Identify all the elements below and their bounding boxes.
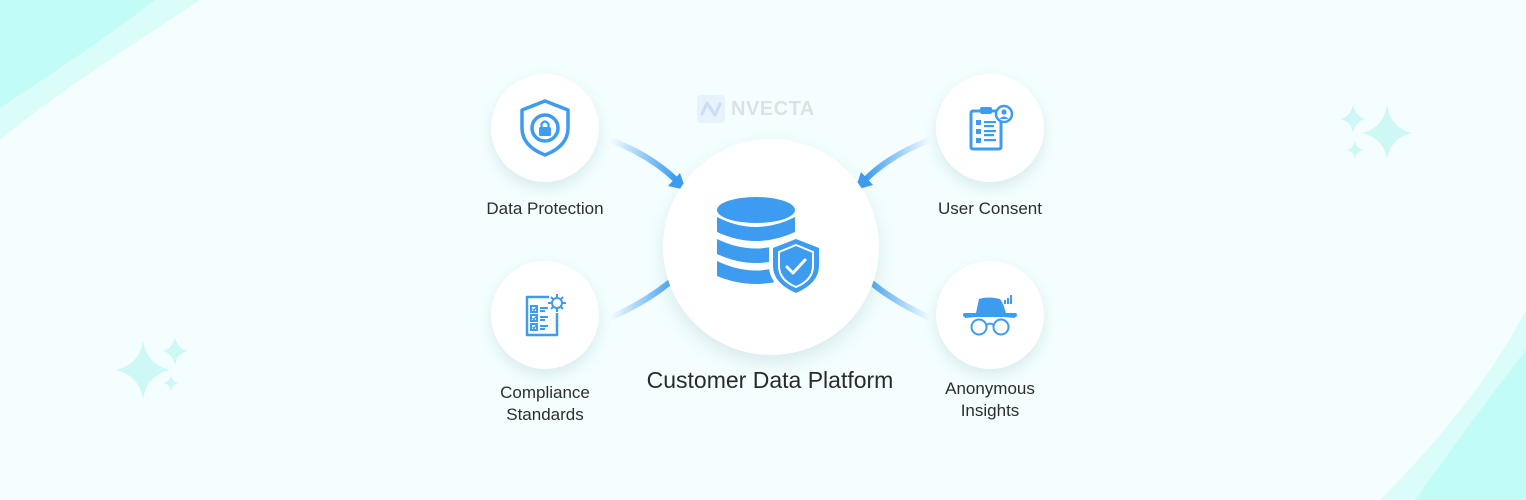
brand-logo: NVECTA	[697, 95, 815, 123]
label-anonymous-insights: Anonymous Insights	[945, 379, 1035, 420]
arrow-user-consent	[855, 137, 933, 190]
incognito-hat-glasses-icon	[963, 295, 1017, 336]
clipboard-user-icon	[969, 104, 1014, 151]
corner-wave-bottom-right-inner	[1415, 350, 1526, 500]
arrow-data-protection	[607, 137, 686, 190]
center-label: Customer Data Platform	[646, 367, 894, 393]
nvecta-wave-icon	[697, 95, 725, 123]
logo-text: NVECTA	[731, 97, 815, 120]
node-user-consent	[936, 74, 1044, 182]
shield-lock-icon	[520, 99, 570, 157]
label-user-consent: User Consent	[938, 199, 1042, 218]
corner-wave-top-left-inner	[0, 0, 155, 108]
sparkle-cluster-right	[1340, 104, 1412, 160]
database-shield-check-icon	[717, 197, 823, 298]
checklist-gear-icon	[525, 294, 566, 337]
label-compliance-standards: Compliance Standards	[500, 383, 590, 424]
node-compliance-standards	[491, 261, 599, 369]
label-data-protection: Data Protection	[486, 199, 604, 218]
node-data-protection	[491, 74, 599, 182]
sparkle-cluster-left	[116, 337, 188, 400]
node-anonymous-insights	[936, 261, 1044, 369]
center-node-customer-data-platform	[663, 139, 879, 355]
